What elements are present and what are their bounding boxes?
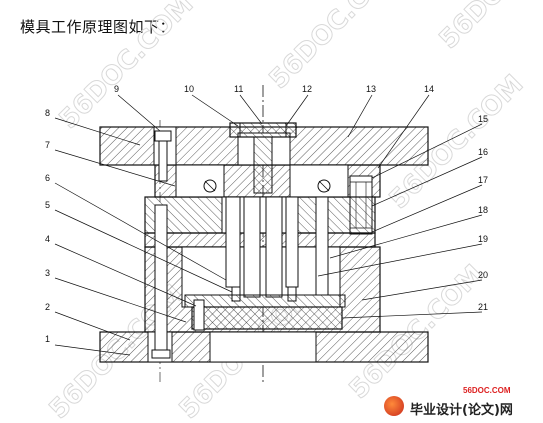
label-9: 9 bbox=[114, 84, 119, 94]
part-labels: 1 2 3 4 5 6 7 8 9 10 11 12 13 14 15 16 1… bbox=[45, 84, 488, 344]
label-16: 16 bbox=[478, 147, 488, 157]
label-20: 20 bbox=[478, 270, 488, 280]
page-caption: 模具工作原理图如下： bbox=[20, 18, 176, 36]
die-insert bbox=[184, 294, 346, 331]
label-8: 8 bbox=[45, 108, 50, 118]
label-21: 21 bbox=[478, 302, 488, 312]
label-10: 10 bbox=[184, 84, 194, 94]
label-4: 4 bbox=[45, 234, 50, 244]
label-3: 3 bbox=[45, 268, 50, 278]
watermark-2: 56DOC.COM bbox=[264, 0, 410, 95]
bottom-plate bbox=[99, 331, 429, 363]
watermark-3: 56DOC.COM bbox=[434, 0, 543, 55]
label-11: 11 bbox=[234, 84, 243, 94]
label-5: 5 bbox=[45, 200, 50, 210]
label-18: 18 bbox=[478, 205, 488, 215]
site-logo-text: 毕业设计(论文)网 bbox=[410, 403, 513, 418]
label-19: 19 bbox=[478, 234, 488, 244]
label-15: 15 bbox=[478, 114, 488, 124]
punches bbox=[225, 196, 329, 302]
site-logo-url: 56DOC.COM bbox=[463, 386, 511, 395]
leader-lines bbox=[54, 94, 483, 356]
site-logo-icon bbox=[384, 396, 404, 416]
label-12: 12 bbox=[302, 84, 312, 94]
label-2: 2 bbox=[45, 302, 50, 312]
punch-fixing-plate bbox=[154, 164, 381, 198]
guide-pillar bbox=[151, 130, 172, 359]
label-7: 7 bbox=[45, 140, 50, 150]
watermark-1: 56DOC.COM bbox=[54, 0, 200, 135]
label-6: 6 bbox=[45, 173, 50, 183]
label-14: 14 bbox=[424, 84, 434, 94]
label-13: 13 bbox=[366, 84, 376, 94]
label-17: 17 bbox=[478, 175, 488, 185]
label-1: 1 bbox=[45, 334, 50, 344]
